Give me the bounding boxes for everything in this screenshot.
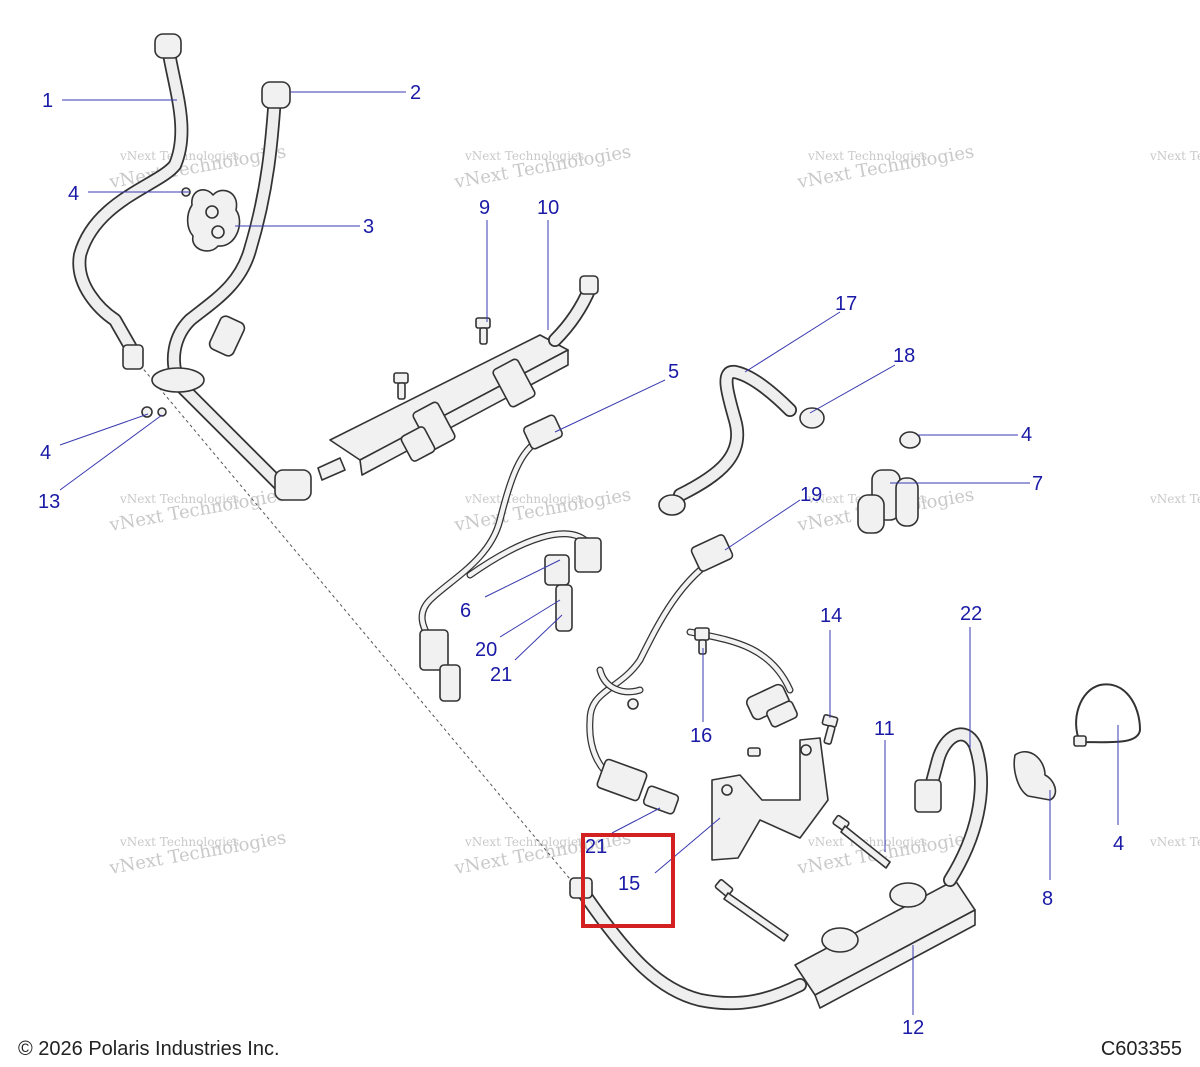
callout-4: 4 [68,183,79,205]
watermark: vNext Technologies [1149,492,1200,506]
cable-tie-head [1073,735,1087,747]
part-19-lower-harness [586,534,794,815]
grommet-hole [205,205,219,219]
callout-5: 5 [668,361,679,383]
callout-22: 22 [960,603,982,625]
watermark-line1: vNext Technologies [1149,492,1200,506]
callout-1: 1 [42,90,53,112]
clamp-part-4 [141,406,153,418]
part-10-fuel-rail [317,275,599,481]
hose-quick-connect [122,344,144,370]
hose-collar [151,367,205,393]
long-bolt [714,879,789,942]
watermark-line1: vNext Technologies [807,835,927,849]
part-9-bolt [475,317,491,345]
callout-18: 18 [893,345,915,367]
callout-17: 17 [835,293,857,315]
copyright-text: © 2026 Polaris Industries Inc. [18,1038,280,1060]
part-1-fuel-hose [72,33,189,370]
watermark-line1: vNext Technologies [119,835,239,849]
part-17-hose [658,365,797,516]
hose-clamp [658,494,686,516]
callout-16: 16 [690,725,712,747]
hose-elbow-fitting [274,469,312,501]
rail-cap [821,927,859,953]
harness-connector [419,629,449,671]
callout-9: 9 [479,197,490,219]
watermark-line1: vNext Technologies [119,492,239,506]
watermark: vNext Technologies [1149,149,1200,163]
watermark: vNext Technologies vNext Technologies [107,484,288,536]
callout-6: 6 [460,600,471,622]
callout-13: 13 [38,491,60,513]
callout-3: 3 [363,216,374,238]
watermark-line1: vNext Technologies [1149,835,1200,849]
part-15-bracket [711,737,829,861]
diagram-code: C603355 [1100,1038,1182,1060]
callout-2: 2 [410,82,421,104]
injector-tip [642,785,680,815]
part-20-fuel-injector [439,554,573,702]
callout-7: 7 [1032,473,1043,495]
rail-cap [889,882,927,908]
part-8-cover [1013,751,1057,801]
part-22-hose [914,727,988,887]
part-4-tie [899,431,921,449]
part-16-stud [694,627,710,655]
harness-grommet [627,698,639,710]
watermark-line1: vNext Technologies [464,149,584,163]
leader-lines [59,91,1119,1015]
watermark-line1: vNext Technologies [807,149,927,163]
callouts: 1 2 3 4 4 4 4 5 6 7 8 9 10 11 12 13 14 1… [38,82,1124,1039]
callout-20: 20 [475,639,497,661]
callout-21: 21 [490,664,512,686]
watermark: vNext Technologies vNext Technologies [452,484,633,536]
part-13-fastener [157,407,167,417]
callout-14: 14 [820,605,842,627]
part-2-fuel-hose [151,81,312,501]
watermark: vNext Technologies [1149,835,1200,849]
callout-4: 4 [40,442,51,464]
callout-12: 12 [902,1017,924,1039]
callout-4: 4 [1021,424,1032,446]
fuel-injector [745,683,798,728]
part-4-cable-tie [1075,683,1142,744]
callout-19: 19 [800,484,822,506]
part-12-lower-fuel-rail [569,877,976,1011]
watermark-line1: vNext Technologies [464,835,584,849]
grommet-hole [211,225,225,239]
callout-8: 8 [1042,888,1053,910]
callout-15: 15 [618,873,640,895]
harness-connector [596,758,648,802]
part-5-connector [523,414,563,450]
watermark-line1: vNext Technologies [1149,149,1200,163]
callout-10: 10 [537,197,559,219]
highlight-box [581,833,675,928]
callout-11: 11 [874,718,895,740]
hose-connector [208,315,246,357]
callout-21: 21 [585,836,607,858]
part-11-bolt [832,814,891,869]
watermark-line1: vNext Technologies [464,492,584,506]
harness-connector [574,537,602,573]
callout-4: 4 [1113,833,1124,855]
hose-end-cap [154,33,182,59]
hose-end-cap [261,81,291,109]
hose-connector [914,779,942,813]
watermark: vNext Technologies vNext Technologies [107,827,288,879]
watermark: vNext Technologies vNext Technologies [795,141,976,193]
alignment-dotted-line [139,364,576,886]
part-14-bolt [821,714,839,745]
part-6-injector-harness [418,414,602,671]
part-18-clamp [799,407,825,429]
part-9-bolt [393,372,409,400]
part-3-grommet [186,189,241,252]
harness-connector [690,534,734,572]
watermark: vNext Technologies vNext Technologies [452,141,633,193]
part-7-hose-clip [857,469,919,534]
